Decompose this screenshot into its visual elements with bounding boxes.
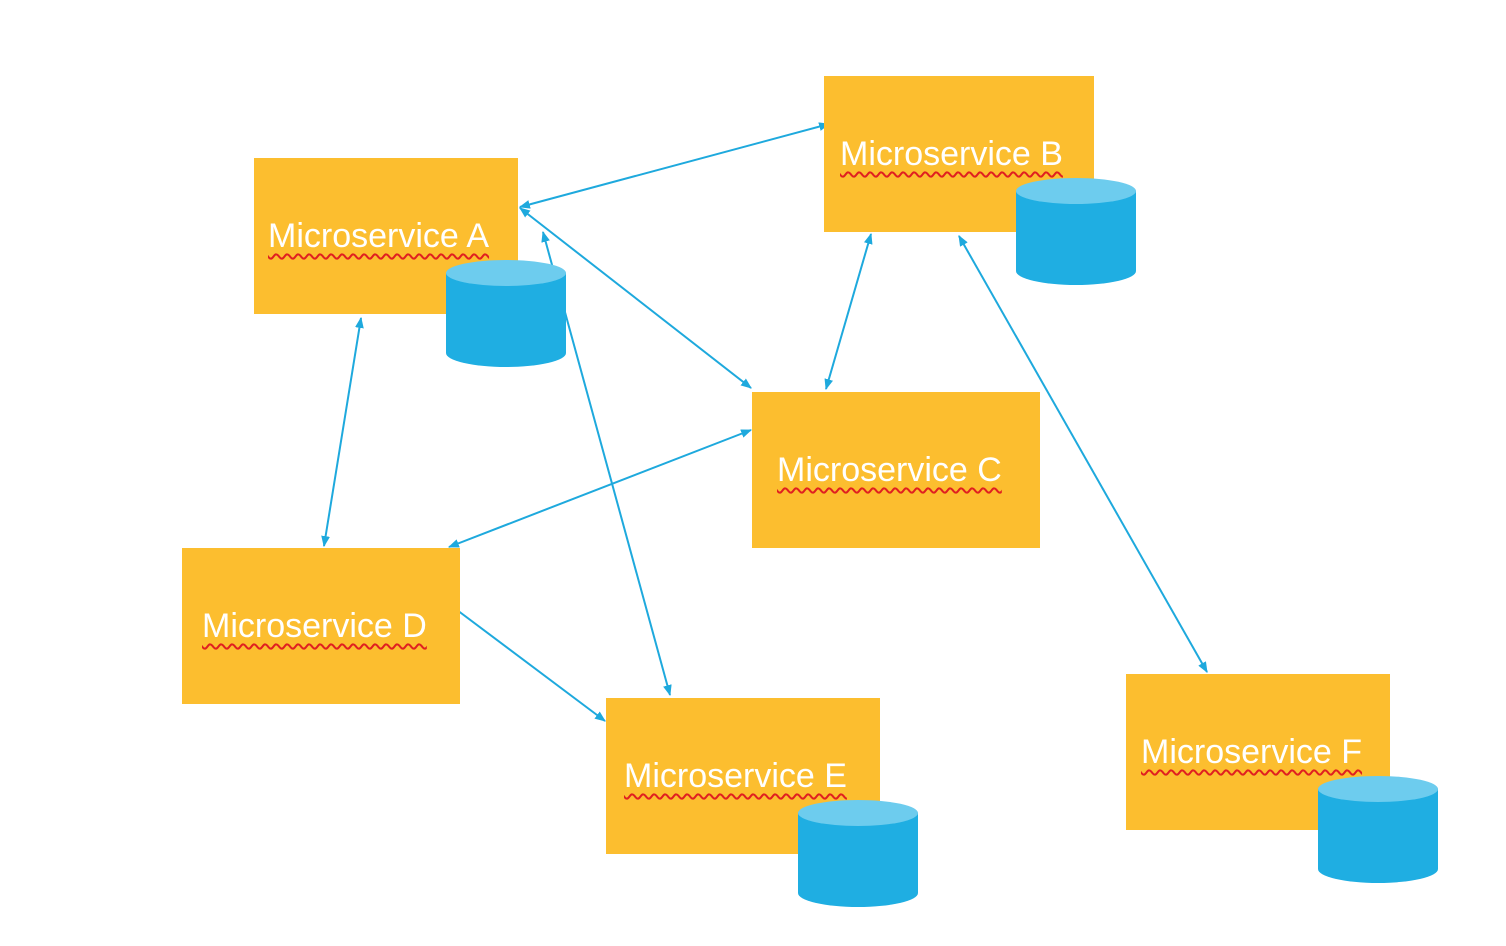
connection-a-b — [518, 122, 831, 209]
connection-a-d — [321, 316, 364, 548]
microservice-f-label: Microservice F — [1141, 733, 1363, 771]
microservice-c-box[interactable]: Microservice C — [752, 392, 1040, 548]
database-f-icon — [1318, 776, 1438, 883]
microservice-b-label: Microservice B — [840, 135, 1063, 173]
microservice-d-label: Microservice D — [202, 607, 427, 645]
connection-b-f — [958, 235, 1208, 673]
microservice-e-label: Microservice E — [624, 757, 847, 795]
microservice-c-label: Microservice C — [777, 451, 1002, 489]
database-e-icon — [798, 800, 918, 907]
connection-b-c — [824, 232, 873, 391]
microservice-a-label: Microservice A — [268, 217, 490, 255]
microservice-a-box[interactable]: Microservice A — [254, 158, 518, 314]
connection-c-d — [447, 429, 753, 548]
microservice-d-box[interactable]: Microservice D — [182, 548, 460, 704]
database-a-icon — [446, 260, 566, 367]
database-b-icon — [1016, 178, 1136, 285]
connection-d-e — [448, 603, 606, 722]
